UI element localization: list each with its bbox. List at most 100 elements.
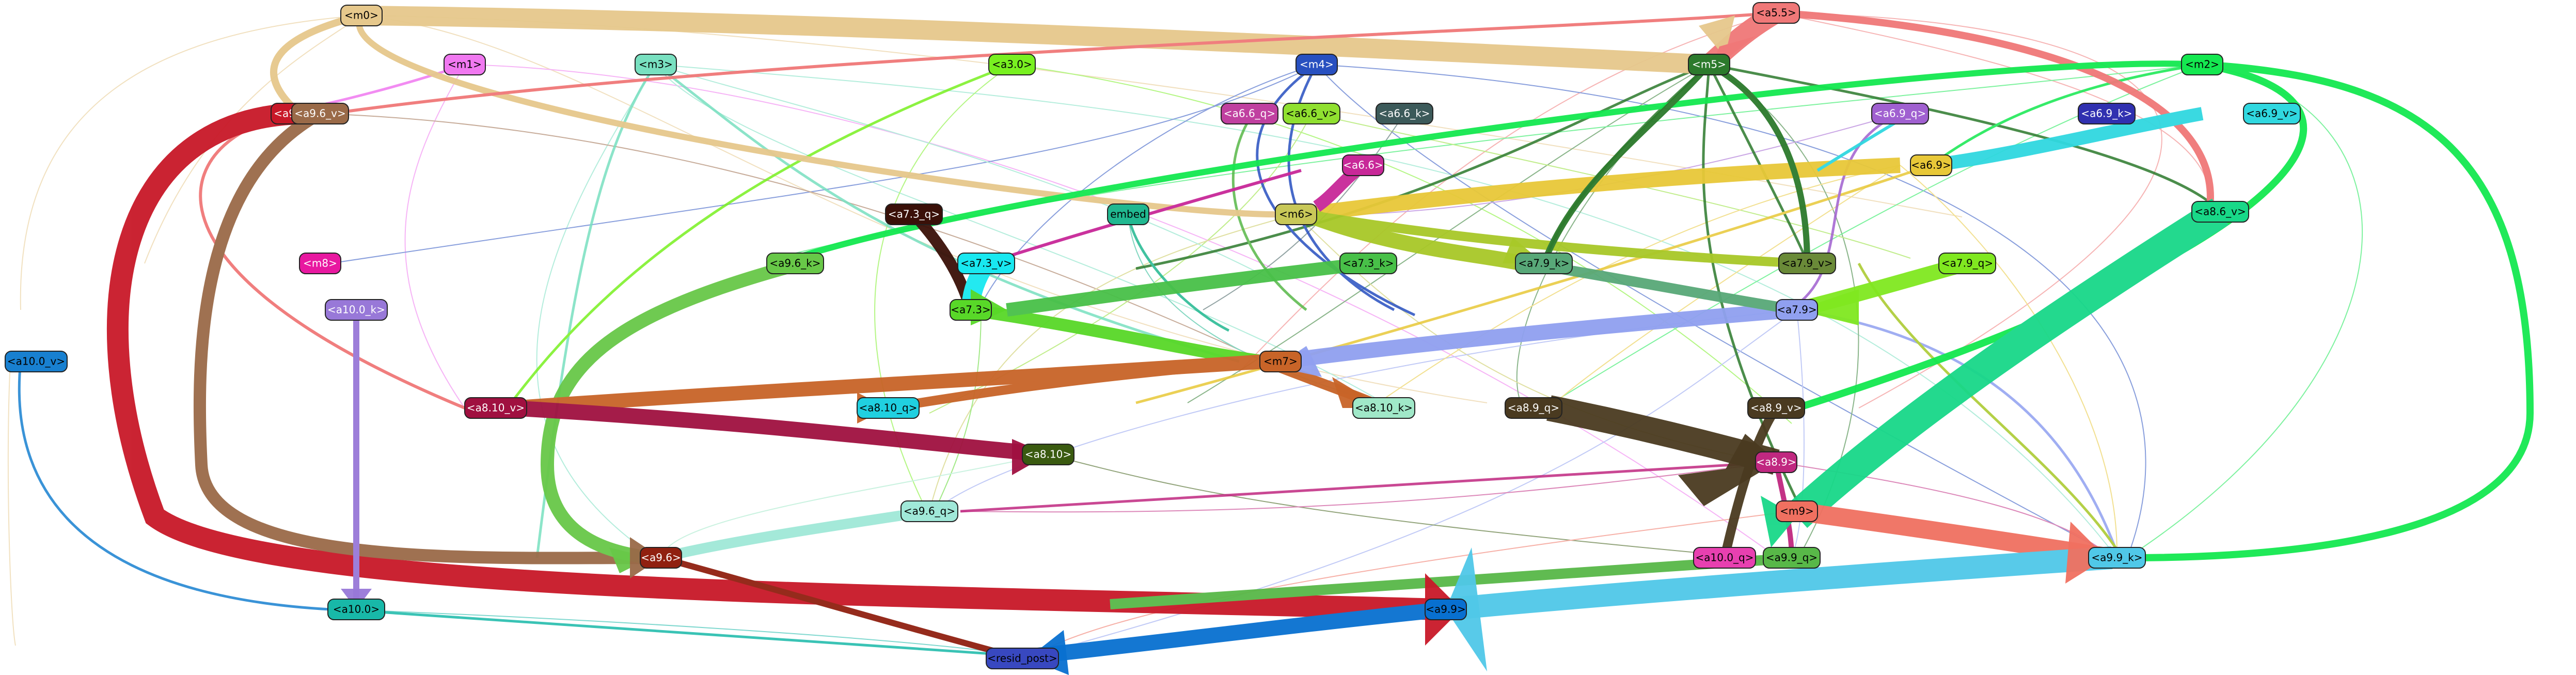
node-a8-9-q[interactable]: <a8.9_q>: [1505, 397, 1562, 419]
node-a8-10-q[interactable]: <a8.10_q>: [857, 397, 920, 419]
node-label: <a6.9_q>: [1874, 107, 1926, 120]
node-label: <a7.9_v>: [1781, 257, 1832, 270]
arrowhead: [1761, 496, 1797, 547]
edge: [659, 506, 930, 563]
node-a7-9-k[interactable]: <a7.9_k>: [1515, 253, 1573, 274]
node-label: <a10.0_v>: [7, 355, 65, 368]
node-a8-9[interactable]: <a8.9>: [1755, 451, 1797, 473]
node-a6-6-v[interactable]: <a6.6_v>: [1283, 103, 1340, 124]
node-m1[interactable]: <m1>: [444, 54, 486, 75]
node-resid-post[interactable]: <resid_post>: [986, 648, 1059, 669]
node-box: [464, 397, 527, 419]
node-a8-10[interactable]: <a8.10>: [1022, 444, 1074, 465]
node-box: [1776, 299, 1818, 321]
node-label: <a8.10_q>: [859, 402, 918, 414]
edge: [1135, 63, 1710, 270]
node-a10-0[interactable]: <a10.0>: [327, 599, 385, 620]
node-m9[interactable]: <m9>: [1776, 500, 1818, 522]
node-a7-3-q[interactable]: <a7.3_q>: [885, 203, 943, 225]
node-box: [1871, 103, 1929, 124]
node-a6-9-k[interactable]: <a6.9_k>: [2078, 103, 2136, 124]
node-a8-10-v[interactable]: <a8.10_v>: [464, 397, 527, 419]
node-a6-6-q[interactable]: <a6.6_q>: [1221, 103, 1278, 124]
node-a7-9-v[interactable]: <a7.9_v>: [1778, 253, 1836, 274]
node-label: <a9.9_q>: [1766, 552, 1818, 564]
node-label: <m7>: [1263, 355, 1298, 368]
arrowhead: [2065, 522, 2107, 584]
node-a6-6-k[interactable]: <a6.6_k>: [1376, 103, 1433, 124]
node-label: <m5>: [1692, 58, 1726, 71]
node-label: <a10.0>: [333, 603, 380, 616]
node-a8-6-v[interactable]: <a8.6_v>: [2191, 201, 2249, 223]
edge: [510, 63, 1013, 404]
node-box: [444, 54, 486, 75]
node-label: <a8.10_k>: [1355, 402, 1413, 414]
node-a10-q[interactable]: <a10.0_q>: [1693, 547, 1756, 569]
edge: [2127, 64, 2363, 558]
node-box: [327, 599, 385, 620]
node-a6-9-v[interactable]: <a6.9_v>: [2243, 103, 2301, 124]
node-box: [1221, 103, 1278, 124]
node-label: <a7.3>: [951, 304, 991, 316]
node-label: <m3>: [639, 58, 673, 71]
node-a3-0[interactable]: <a3.0>: [988, 54, 1036, 75]
edge: [1048, 454, 1782, 561]
node-a9-6[interactable]: <a9.6>: [640, 547, 682, 569]
node-m5[interactable]: <m5>: [1688, 54, 1730, 75]
node-label: <a8.10_v>: [467, 402, 525, 414]
node-a6-9[interactable]: <a6.9>: [1910, 154, 1952, 176]
node-a6-6[interactable]: <a6.6>: [1342, 154, 1384, 176]
node-a7-9-q[interactable]: <a7.9_q>: [1938, 253, 1996, 274]
node-m7[interactable]: <m7>: [1259, 351, 1302, 372]
node-a9-9[interactable]: <a9.9>: [1425, 599, 1467, 620]
edge: [1796, 112, 1901, 306]
edge: [1127, 214, 1230, 332]
edge: [511, 400, 1049, 462]
node-m0[interactable]: <m0>: [340, 5, 383, 26]
node-m6[interactable]: <m6>: [1275, 203, 1317, 225]
edge: [536, 64, 656, 558]
node-a10-k[interactable]: <a10.0_k>: [325, 299, 388, 321]
node-a9-6-v[interactable]: <a9.6_v>: [291, 103, 349, 124]
node-a10-v[interactable]: <a10.0_v>: [5, 351, 68, 372]
node-label: <a6.6>: [1343, 159, 1383, 171]
node-m4[interactable]: <m4>: [1295, 54, 1338, 75]
edge: [660, 454, 1049, 558]
edge: [1776, 9, 2214, 207]
edge: [960, 462, 1777, 513]
node-box: [766, 253, 824, 274]
node-a9-6-k[interactable]: <a9.6_k>: [766, 253, 824, 274]
node-m3[interactable]: <m3>: [635, 54, 677, 75]
node-a7-3[interactable]: <a7.3>: [950, 299, 992, 321]
node-label: <a7.9_k>: [1518, 257, 1569, 270]
node-label: <m6>: [1279, 208, 1313, 221]
node-box: [1763, 547, 1821, 569]
node-label: <a6.6_v>: [1286, 107, 1337, 120]
node-embed[interactable]: embed: [1107, 203, 1149, 225]
edge: [540, 252, 823, 564]
node-a7-3-v[interactable]: <a7.3_v>: [957, 253, 1015, 274]
edge: [1795, 61, 2308, 412]
edge: [193, 108, 661, 564]
edge: [960, 461, 1777, 513]
node-a6-9-q[interactable]: <a6.9_q>: [1871, 103, 1929, 124]
node-a9-9-k[interactable]: <a9.9_k>: [2088, 547, 2146, 569]
node-a7-3-k[interactable]: <a7.3_k>: [1339, 253, 1397, 274]
node-a5-5[interactable]: <a5.5>: [1752, 2, 1800, 24]
edge: [934, 309, 982, 512]
node-m8[interactable]: <m8>: [299, 253, 341, 274]
node-a8-10-k[interactable]: <a8.10_k>: [1352, 397, 1415, 419]
node-box: [986, 648, 1059, 669]
node-box: [1693, 547, 1756, 569]
node-a9-6-q[interactable]: <a9.6_q>: [900, 500, 958, 522]
node-a8-9-v[interactable]: <a8.9_v>: [1747, 397, 1805, 419]
edge: [1012, 64, 1792, 424]
node-a7-9[interactable]: <a7.9>: [1776, 299, 1818, 321]
node-box: [1352, 397, 1415, 419]
node-label: <a6.9>: [1911, 159, 1951, 171]
edge: [1541, 62, 1712, 265]
node-a9-9-q[interactable]: <a9.9_q>: [1763, 547, 1821, 569]
node-box: [1752, 2, 1800, 24]
node-box: [340, 5, 383, 26]
node-m2[interactable]: <m2>: [2181, 54, 2223, 75]
